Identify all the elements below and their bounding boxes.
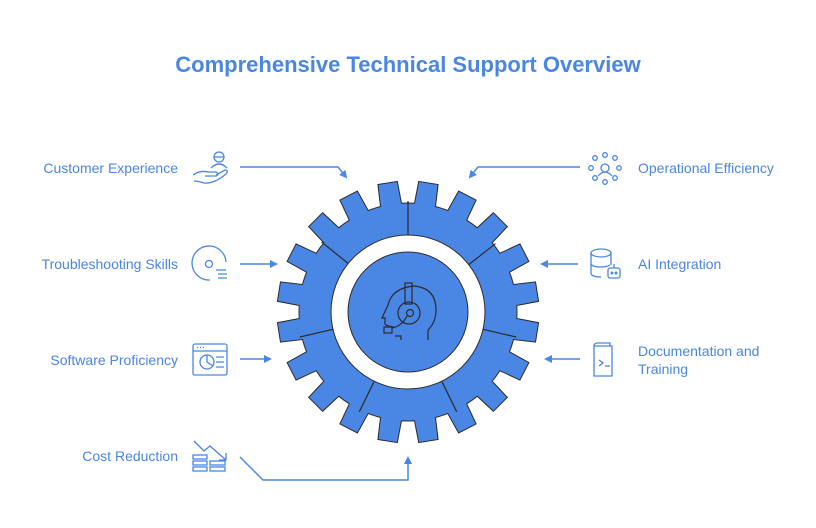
gear-divider	[468, 243, 496, 266]
label-troubleshooting-skills: Troubleshooting Skills	[41, 256, 178, 272]
database-bot-icon	[590, 248, 621, 279]
gear-divider	[299, 328, 334, 338]
gear-divider	[441, 380, 458, 413]
label-ai-integration: AI Integration	[638, 256, 722, 272]
gear-divider	[358, 380, 375, 413]
label-operational-efficiency: Operational Efficiency	[638, 160, 774, 176]
connector-arrows	[239, 166, 580, 481]
gear-divider	[321, 241, 349, 264]
coins-down-trend-icon	[192, 440, 227, 472]
label-documentation-training: Documentation and Training	[638, 343, 760, 377]
arrow-operational-efficiency	[468, 166, 580, 179]
label-customer-experience: Customer Experience	[43, 160, 178, 176]
terminal-book-icon	[593, 342, 613, 377]
arrow-cost-reduction	[239, 456, 412, 481]
diagram-title: Comprehensive Technical Support Overview	[175, 52, 641, 77]
label-cost-reduction: Cost Reduction	[82, 448, 178, 464]
app-window-chart-icon	[192, 343, 228, 376]
arrow-customer-experience	[240, 166, 348, 179]
user-network-icon	[588, 152, 622, 185]
gear-hub	[347, 251, 469, 373]
hand-user-icon	[192, 151, 228, 184]
label-software-proficiency: Software Proficiency	[50, 352, 178, 368]
disc-list-icon	[191, 245, 227, 281]
headset-agent-icon	[381, 282, 437, 340]
gear-divider	[482, 328, 517, 338]
gear-segment-dividers	[299, 201, 517, 413]
